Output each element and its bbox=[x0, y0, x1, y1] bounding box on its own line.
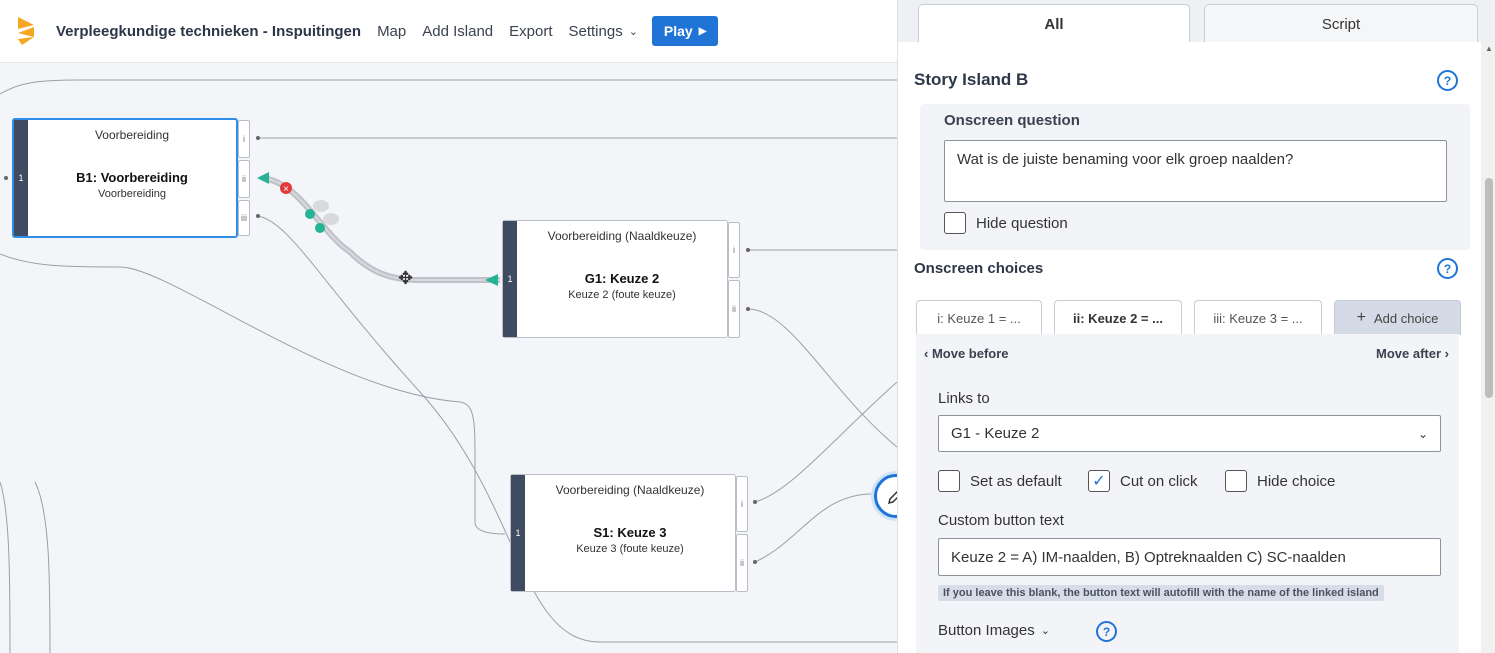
links-to-label: Links to bbox=[938, 390, 990, 407]
link-handle[interactable] bbox=[305, 209, 315, 219]
custom-text-input[interactable]: Keuze 2 = A) IM-naalden, B) Optreknaalde… bbox=[938, 538, 1441, 576]
node-port[interactable]: iii bbox=[238, 200, 250, 236]
hide-choice-checkbox[interactable] bbox=[1225, 470, 1247, 492]
link-start-arrow-icon bbox=[257, 172, 269, 184]
links-to-select[interactable]: G1 - Keuze 2 ⌄ bbox=[938, 415, 1441, 452]
panel-tabs: All Script bbox=[918, 4, 1478, 43]
chevron-down-icon: ⌄ bbox=[1417, 426, 1428, 441]
hide-question-checkbox[interactable] bbox=[944, 212, 966, 234]
top-bar: Verpleegkundige technieken - Inspuitinge… bbox=[0, 0, 897, 63]
node-index: 1 bbox=[14, 120, 28, 236]
scroll-up-icon[interactable]: ▲ bbox=[1485, 44, 1493, 53]
choice-tab-1[interactable]: i: Keuze 1 = ... bbox=[916, 300, 1042, 335]
delete-link-icon[interactable] bbox=[280, 182, 292, 194]
tab-all[interactable]: All bbox=[918, 4, 1190, 43]
help-icon[interactable]: ? bbox=[1437, 70, 1458, 91]
link-handle[interactable] bbox=[315, 223, 325, 233]
node-header: Voorbereiding bbox=[94, 128, 170, 142]
hide-choice-label: Hide choice bbox=[1257, 473, 1336, 490]
app-title: Verpleegkundige technieken - Inspuitinge… bbox=[56, 22, 362, 40]
button-images-label: Button Images bbox=[938, 622, 1035, 639]
nav-export[interactable]: Export bbox=[509, 22, 553, 40]
island-title: Story Island B bbox=[914, 70, 1029, 89]
add-choice-button[interactable]: + Add choice bbox=[1334, 300, 1461, 335]
chevron-down-icon: ⌄ bbox=[628, 25, 638, 38]
chevron-down-icon: ⌄ bbox=[1040, 625, 1050, 637]
node-port[interactable]: ii bbox=[736, 534, 748, 592]
node-port[interactable]: i bbox=[238, 120, 250, 158]
node-index: 1 bbox=[511, 475, 525, 591]
node-title: B1: Voorbereiding bbox=[76, 170, 188, 185]
story-map-canvas[interactable]: × 1 Voorbereiding B1: Voorbereiding Voor… bbox=[0, 62, 897, 653]
plus-icon: + bbox=[1356, 309, 1366, 326]
cut-on-click-checkbox[interactable]: ✓ bbox=[1088, 470, 1110, 492]
island-editor-panel: All Script Story Island B ? Onscreen que… bbox=[897, 0, 1495, 653]
node-port[interactable]: ii bbox=[728, 280, 740, 338]
chevron-left-icon: ‹ bbox=[924, 346, 929, 361]
node-port[interactable]: i bbox=[728, 222, 740, 278]
panel-body: Story Island B ? Onscreen question Wat i… bbox=[898, 42, 1481, 653]
node-index: 1 bbox=[503, 221, 517, 337]
question-textarea[interactable]: Wat is de juiste benaming voor elk groep… bbox=[944, 140, 1447, 202]
link-end-arrow-icon bbox=[485, 274, 498, 286]
play-button[interactable]: Play ▶ bbox=[651, 16, 719, 46]
checkmark-icon: ✓ bbox=[1092, 473, 1106, 490]
cut-on-click-label: Cut on click bbox=[1120, 473, 1198, 490]
set-default-label: Set as default bbox=[970, 473, 1062, 490]
set-default-checkbox[interactable] bbox=[938, 470, 960, 492]
choice-tabs: i: Keuze 1 = ... ii: Keuze 2 = ... iii: … bbox=[916, 300, 1461, 335]
scrollbar-thumb[interactable] bbox=[1485, 178, 1493, 398]
node-title: G1: Keuze 2 bbox=[584, 271, 660, 286]
button-images-toggle[interactable]: Button Images ⌄ bbox=[938, 622, 1050, 639]
node-port[interactable]: i bbox=[736, 476, 748, 532]
nav-map[interactable]: Map bbox=[377, 22, 407, 40]
move-before-button[interactable]: ‹ Move before bbox=[924, 346, 1009, 361]
island-node-g1[interactable]: 1 Voorbereiding (Naaldkeuze) G1: Keuze 2… bbox=[502, 220, 728, 338]
connection-lines: × bbox=[0, 79, 897, 653]
help-icon[interactable]: ? bbox=[1096, 621, 1117, 642]
app-logo-icon[interactable] bbox=[12, 15, 40, 47]
island-node-b1[interactable]: 1 Voorbereiding B1: Voorbereiding Voorbe… bbox=[12, 118, 238, 238]
node-port[interactable]: ii bbox=[238, 160, 250, 198]
node-title: S1: Keuze 3 bbox=[593, 525, 667, 540]
node-header: Voorbereiding (Naaldkeuze) bbox=[547, 229, 697, 243]
choices-label: Onscreen choices bbox=[914, 260, 1044, 277]
nav-add-island[interactable]: Add Island bbox=[422, 22, 494, 40]
play-button-label: Play bbox=[663, 23, 693, 39]
add-choice-label: Add choice bbox=[1374, 310, 1439, 326]
nav-settings[interactable]: Settings ⌄ bbox=[569, 23, 638, 40]
custom-text-label: Custom button text bbox=[938, 512, 1064, 529]
choice-tab-3[interactable]: iii: Keuze 3 = ... bbox=[1194, 300, 1322, 335]
help-icon[interactable]: ? bbox=[1437, 258, 1458, 279]
panel-scrollbar[interactable]: ▲ bbox=[1482, 42, 1495, 653]
play-icon: ▶ bbox=[698, 25, 707, 37]
custom-text-hint: If you leave this blank, the button text… bbox=[938, 585, 1384, 601]
svg-text:×: × bbox=[283, 184, 289, 195]
tab-script[interactable]: Script bbox=[1204, 4, 1478, 43]
hide-question-label: Hide question bbox=[976, 215, 1068, 232]
move-after-label: Move after bbox=[1376, 346, 1442, 361]
choice-tab-2[interactable]: ii: Keuze 2 = ... bbox=[1054, 300, 1182, 335]
question-section: Onscreen question Wat is de juiste benam… bbox=[920, 104, 1470, 250]
question-label: Onscreen question bbox=[944, 112, 1080, 129]
move-after-button[interactable]: Move after › bbox=[1376, 346, 1449, 361]
links-to-value: G1 - Keuze 2 bbox=[951, 425, 1040, 442]
move-cursor-icon: ✥ bbox=[398, 268, 414, 288]
chevron-right-icon: › bbox=[1444, 346, 1449, 361]
island-node-s1[interactable]: 1 Voorbereiding (Naaldkeuze) S1: Keuze 3… bbox=[510, 474, 736, 592]
active-link-line[interactable] bbox=[261, 175, 500, 283]
move-before-label: Move before bbox=[931, 346, 1009, 361]
choice-editor: ‹ Move before Move after › Links to G1 -… bbox=[916, 334, 1459, 653]
node-subtitle: Voorbereiding bbox=[98, 188, 166, 200]
node-subtitle: Keuze 3 (foute keuze) bbox=[576, 543, 684, 555]
node-header: Voorbereiding (Naaldkeuze) bbox=[555, 483, 705, 497]
nav-settings-label: Settings bbox=[568, 22, 623, 40]
node-subtitle: Keuze 2 (foute keuze) bbox=[568, 289, 676, 301]
